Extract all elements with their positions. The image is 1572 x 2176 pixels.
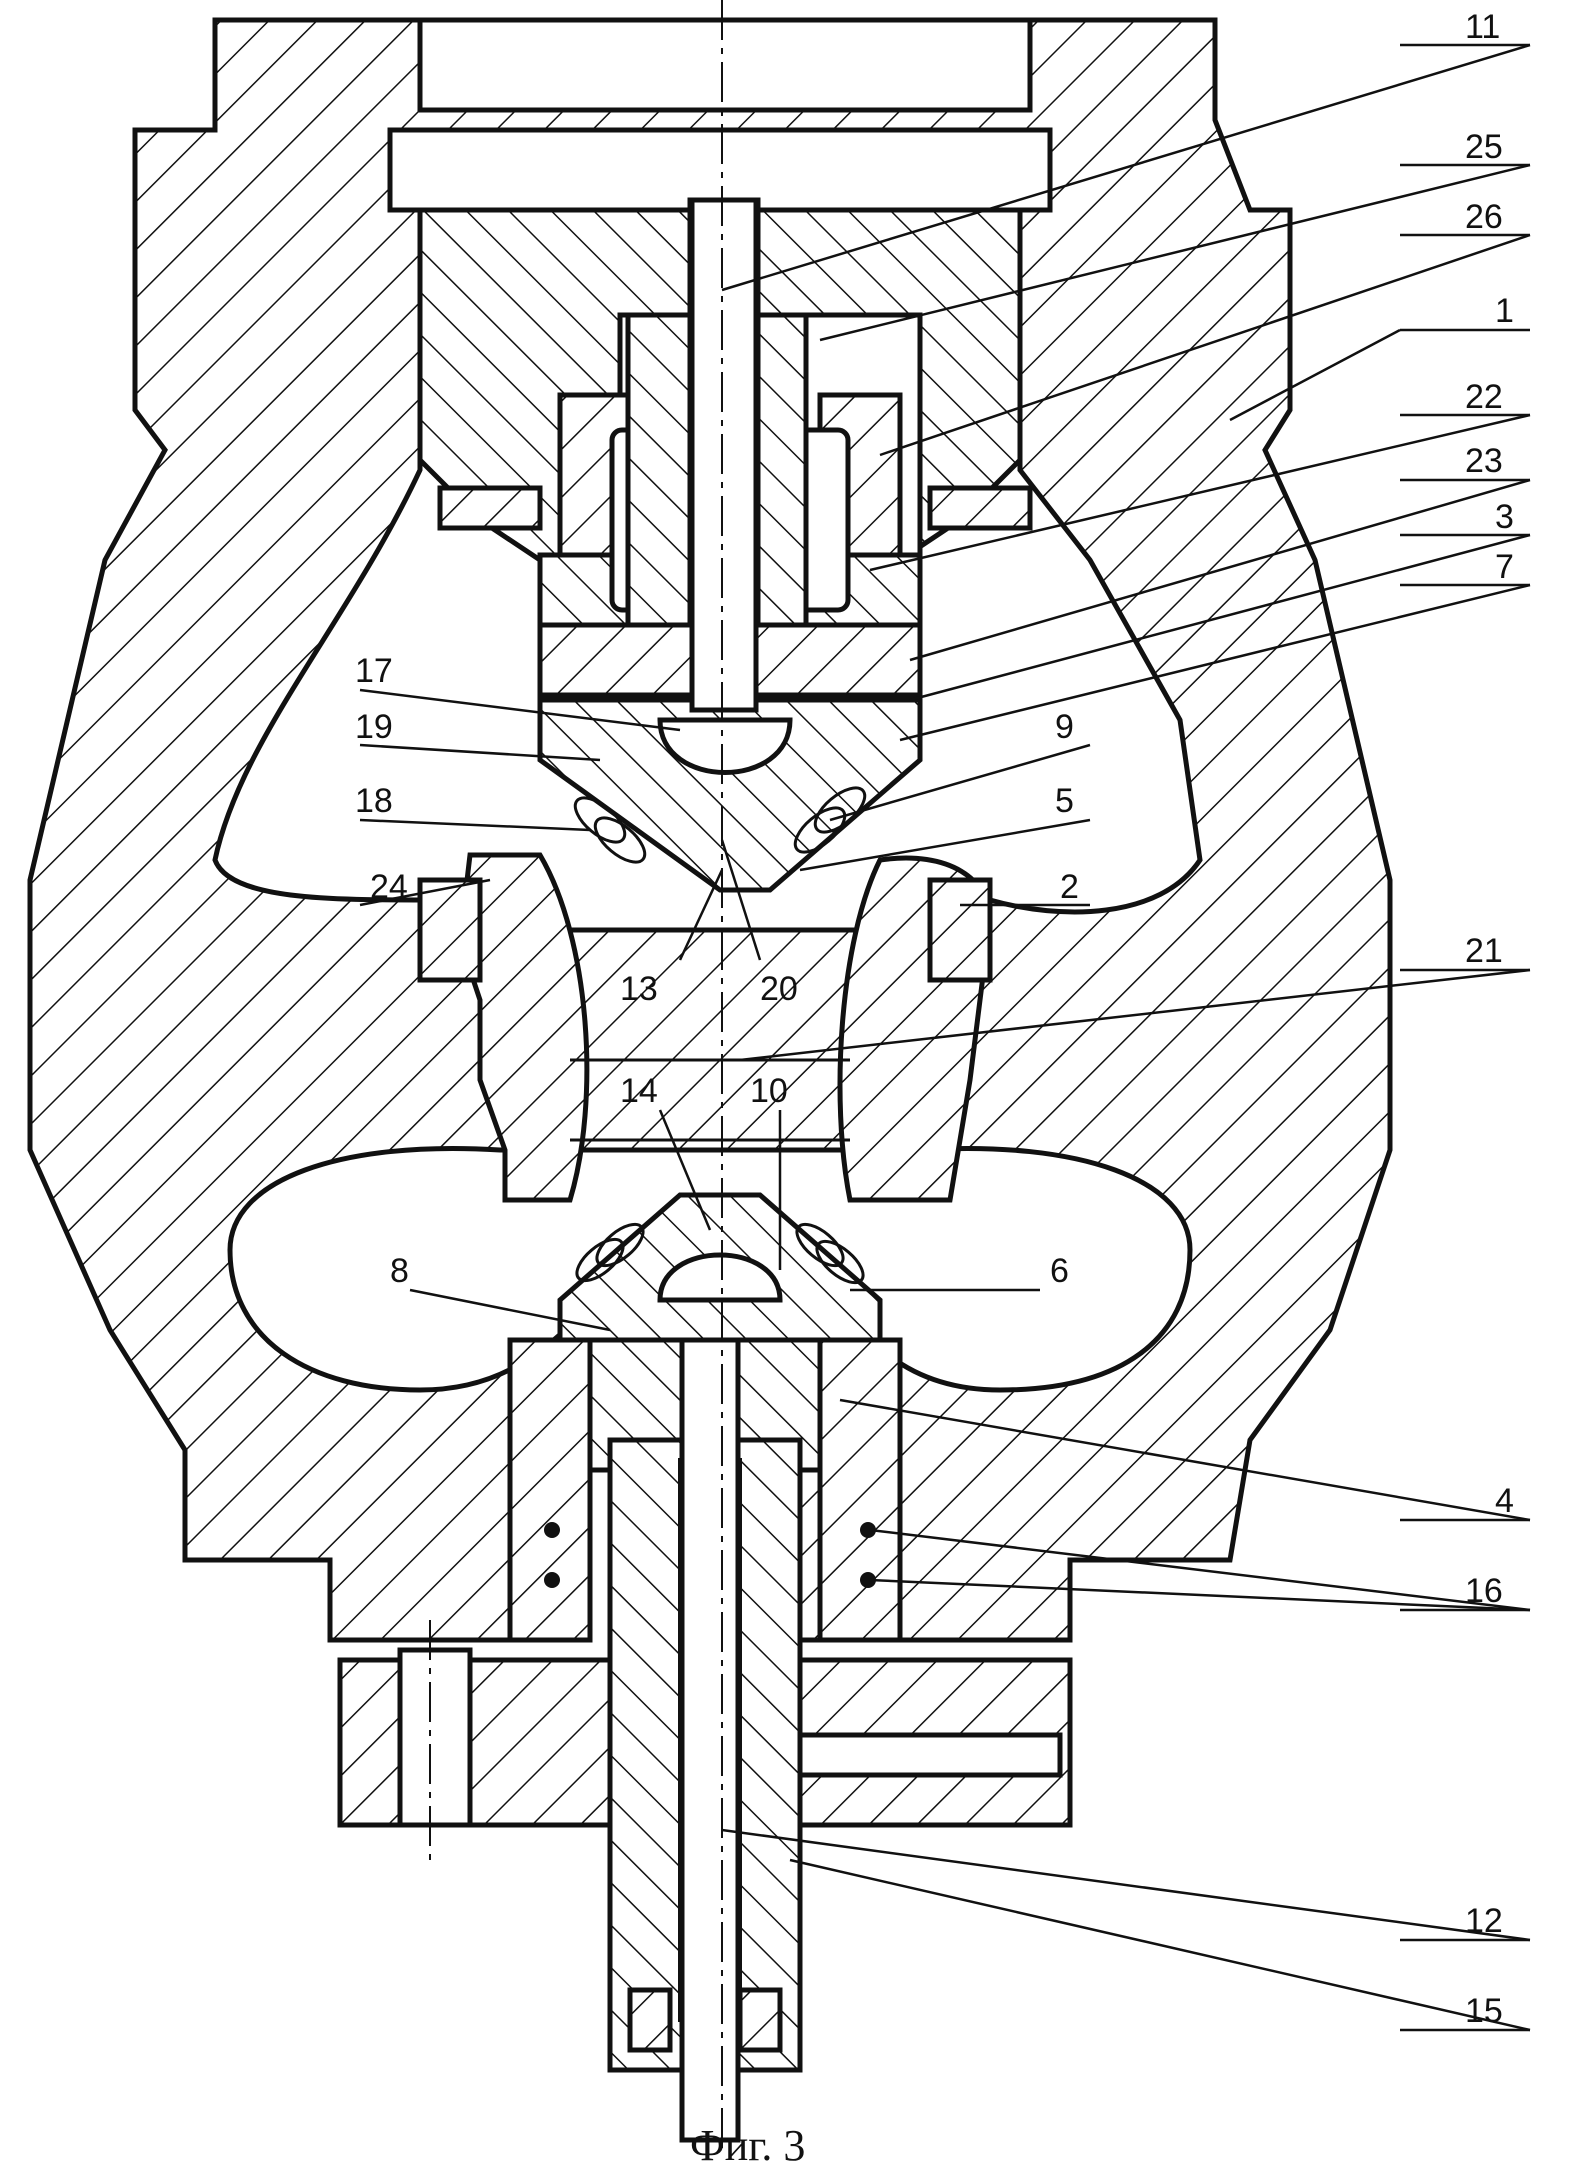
callout-19: 19 <box>355 708 393 746</box>
callout-20: 20 <box>760 970 798 1008</box>
callout-18: 18 <box>355 782 393 820</box>
callout-1: 1 <box>1495 292 1514 330</box>
callout-10: 10 <box>750 1072 788 1110</box>
callout-17: 17 <box>355 652 393 690</box>
upper-stem <box>692 200 756 710</box>
callout-2: 2 <box>1060 868 1079 906</box>
callout-6: 6 <box>1050 1252 1069 1290</box>
callout-16: 16 <box>1465 1572 1503 1610</box>
callout-14: 14 <box>620 1072 658 1110</box>
callout-12: 12 <box>1465 1902 1503 1940</box>
figure-caption: Фиг. 3 <box>690 2121 805 2170</box>
callout-5: 5 <box>1055 782 1074 820</box>
callout-4: 4 <box>1495 1482 1514 1520</box>
callout-21: 21 <box>1465 932 1503 970</box>
callout-23: 23 <box>1465 442 1503 480</box>
callout-9: 9 <box>1055 708 1074 746</box>
callout-13: 13 <box>620 970 658 1008</box>
stem-assembly <box>610 1340 800 2140</box>
callout-22: 22 <box>1465 378 1503 416</box>
callout-24: 24 <box>370 868 408 906</box>
callout-11: 11 <box>1465 8 1500 46</box>
callout-3: 3 <box>1495 498 1514 536</box>
callout-26: 26 <box>1465 198 1503 236</box>
callout-8: 8 <box>390 1252 409 1290</box>
callout-15: 15 <box>1465 1992 1503 2030</box>
callout-7: 7 <box>1495 548 1514 586</box>
callout-25: 25 <box>1465 128 1503 166</box>
